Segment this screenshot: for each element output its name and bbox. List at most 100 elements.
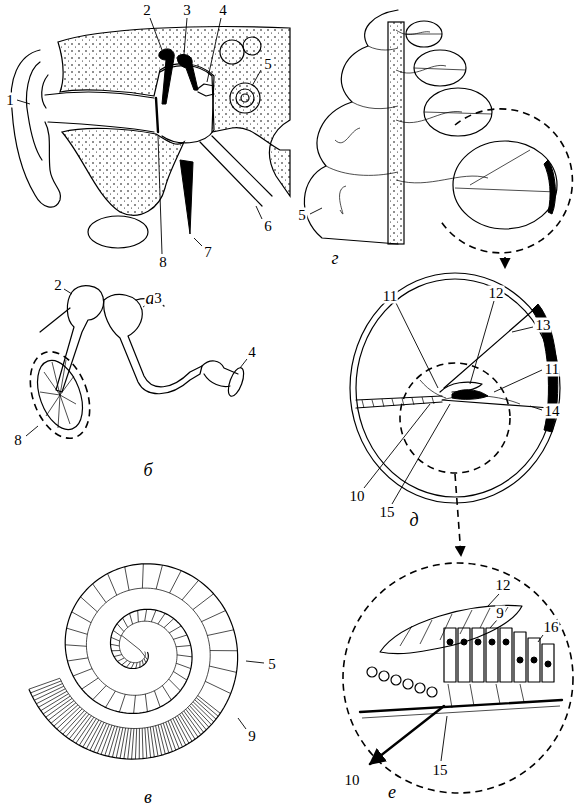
drawing-line — [193, 702, 214, 722]
drawing-line — [182, 580, 198, 600]
drawing-line — [144, 658, 146, 662]
drawing-line — [54, 705, 78, 726]
drawing-line — [72, 612, 91, 623]
drawing-line — [156, 565, 162, 589]
drawing-line — [500, 628, 512, 682]
drawing-line — [452, 390, 488, 400]
drawing-line — [113, 630, 121, 636]
callout-number: 14 — [544, 404, 561, 419]
drawing-line — [151, 610, 156, 622]
drawing-line — [62, 128, 184, 215]
drawing-line — [67, 658, 88, 661]
callout-number: 15 — [379, 505, 396, 520]
drawing-line — [190, 706, 209, 728]
callout-number: 1 — [5, 93, 15, 108]
drawing-line — [132, 729, 134, 760]
drawing-line — [194, 238, 202, 246]
callout-number: 8 — [13, 433, 23, 448]
drawing-line — [461, 639, 467, 645]
drawing-line — [447, 639, 453, 645]
cochlear-spiral — [29, 564, 238, 759]
drawing-line — [406, 34, 492, 114]
drawing-line — [220, 40, 244, 64]
ear-section — [11, 18, 290, 254]
drawing-line — [343, 563, 573, 793]
drawing-line — [29, 678, 60, 689]
drawing-line — [150, 727, 154, 757]
drawing-line — [76, 717, 94, 743]
drawing-line — [238, 718, 246, 729]
drawing-line — [252, 70, 261, 86]
cochlear-cross-section — [350, 273, 560, 504]
drawing-line — [57, 707, 80, 729]
drawing-line — [139, 728, 140, 759]
drawing-line — [453, 141, 557, 229]
drawing-line — [176, 645, 191, 646]
drawing-line — [123, 618, 128, 627]
callout-number: 3 — [182, 3, 192, 18]
drawing-line — [362, 397, 434, 408]
drawing-line — [180, 714, 195, 739]
drawing-line — [29, 564, 238, 759]
drawing-line — [388, 22, 404, 244]
organ-of-corti — [343, 563, 573, 793]
drawing-line — [205, 681, 230, 693]
drawing-line — [356, 396, 442, 400]
drawing-line — [19, 343, 101, 446]
drawing-line — [90, 722, 104, 750]
callout-number: 16 — [543, 620, 560, 635]
drawing-line — [530, 406, 542, 410]
drawing-line — [193, 594, 214, 610]
callout-number: 11 — [382, 289, 398, 304]
drawing-line — [514, 632, 526, 682]
drawing-line — [400, 363, 510, 473]
drawing-line — [184, 18, 187, 54]
drawing-line — [158, 725, 165, 754]
drawing-line — [34, 686, 64, 700]
callout-number: 3 — [153, 291, 163, 306]
drawing-line — [73, 716, 92, 742]
drawing-line — [243, 37, 261, 55]
drawing-line — [441, 716, 447, 761]
drawing-line — [173, 635, 187, 639]
drawing-line — [142, 728, 144, 758]
drawing-line — [82, 678, 99, 689]
drawing-line — [490, 620, 497, 628]
drawing-line — [169, 679, 181, 691]
drawing-line — [488, 594, 499, 606]
drawing-line — [503, 639, 509, 645]
drawing-line — [528, 638, 540, 682]
drawing-line — [148, 727, 151, 757]
drawing-line — [131, 663, 134, 669]
drawing-line — [486, 628, 498, 682]
zoom-arrow — [455, 474, 461, 556]
drawing-line — [236, 89, 254, 107]
drawing-line — [60, 588, 210, 728]
drawing-line — [119, 694, 125, 712]
callout-number: 2 — [142, 3, 152, 18]
drawing-line — [182, 713, 198, 737]
drawing-line — [489, 639, 495, 645]
drawing-line — [415, 683, 425, 693]
drawing-line — [380, 605, 522, 653]
drawing-line — [176, 663, 191, 668]
drawing-line — [162, 686, 171, 700]
drawing-line — [177, 716, 192, 742]
drawing-line — [60, 709, 82, 732]
drawing-line — [350, 273, 560, 503]
drawing-line — [240, 359, 247, 368]
drawing-line — [230, 83, 260, 113]
drawing-line — [117, 658, 124, 661]
drawing-line — [81, 597, 98, 612]
callout-number: 4 — [247, 345, 257, 360]
drawing-line — [370, 706, 444, 764]
drawing-line — [444, 628, 456, 682]
callout-number: 5 — [263, 57, 273, 72]
drawing-line — [356, 279, 554, 497]
drawing-line — [64, 289, 72, 294]
drawing-line — [93, 584, 106, 603]
panel-letter: д — [408, 511, 419, 529]
callout-number: 9 — [495, 606, 505, 621]
